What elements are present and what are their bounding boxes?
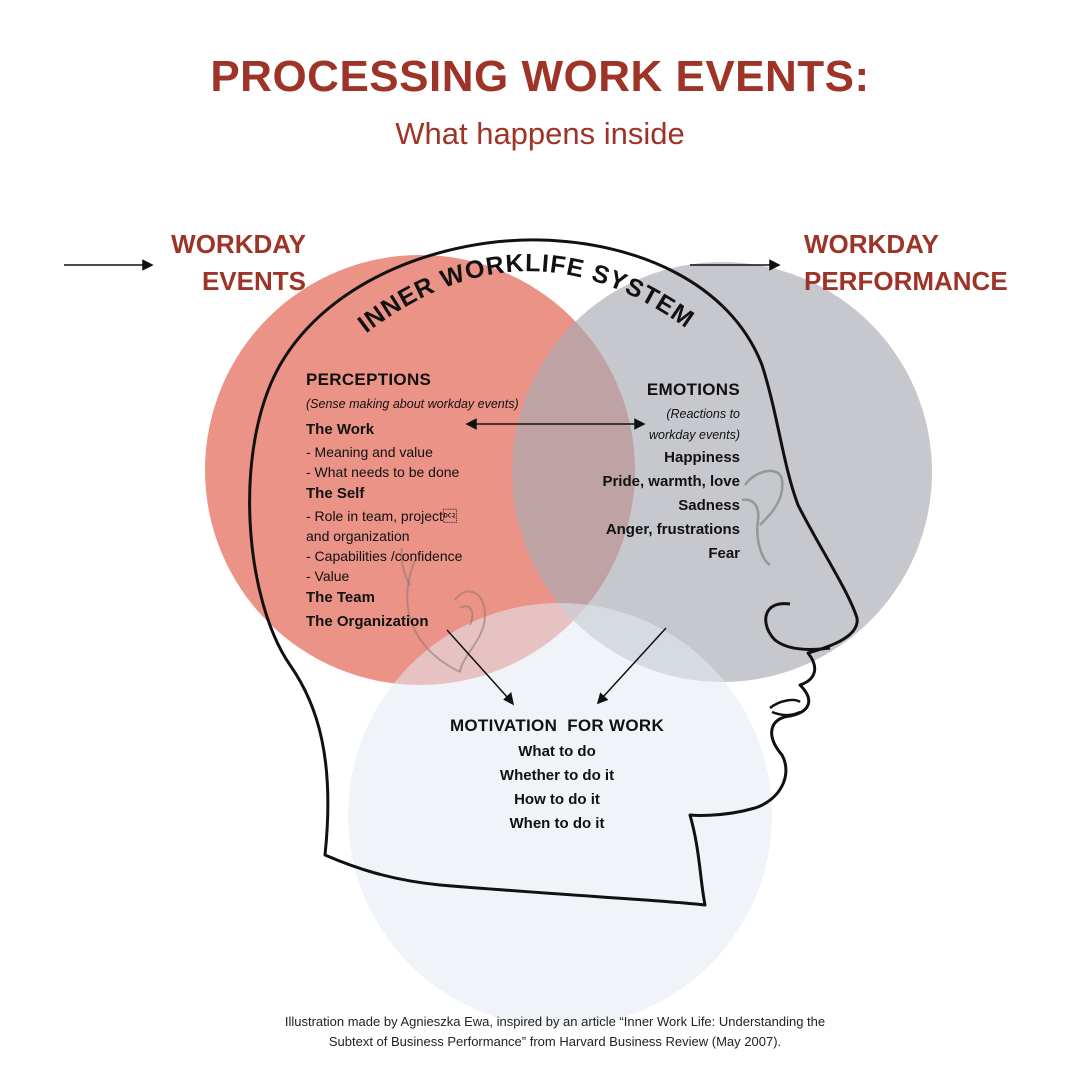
perceptions-team-heading: The Team	[306, 589, 375, 606]
perceptions-emotions-arrow	[465, 418, 646, 430]
perceptions-self-heading: The Self	[306, 485, 365, 502]
perceptions-work-item: - Meaning and value	[306, 444, 433, 460]
emotions-circle	[512, 262, 932, 682]
events-label-line1: WORKDAY	[171, 229, 306, 259]
nose-detail	[764, 602, 831, 652]
emotions-heading: EMOTIONS	[646, 380, 740, 399]
motivation-circle	[348, 603, 772, 1027]
emotions-block: EMOTIONS (Reactions to workday events) H…	[580, 380, 740, 566]
workday-events-label: WORKDAY EVENTS	[100, 226, 306, 300]
ear-sketch	[400, 547, 487, 673]
emotion-item: Pride, warmth, love	[602, 473, 740, 490]
perceptions-subheading: (Sense making about workday events)	[306, 397, 519, 411]
motivation-block: MOTIVATION FOR WORK What to do Whether t…	[410, 716, 704, 836]
page-subtitle: What happens inside	[395, 116, 685, 151]
footer-credit: Illustration made by Agnieszka Ewa, insp…	[200, 1012, 910, 1052]
events-input-arrow	[64, 259, 154, 271]
workday-performance-label: WORKDAY PERFORMANCE	[804, 226, 1008, 300]
lips-detail	[769, 698, 801, 717]
performance-output-arrow	[690, 259, 781, 271]
perceptions-work-heading: The Work	[306, 421, 375, 438]
perceptions-to-motivation-arrow	[446, 629, 515, 706]
head-outline	[248, 238, 859, 907]
perceptions-circle	[205, 255, 635, 685]
motivation-item: How to do it	[514, 791, 600, 808]
emotion-item: Sadness	[678, 497, 740, 514]
motivation-item: Whether to do it	[499, 767, 615, 784]
events-label-line2: EVENTS	[201, 266, 306, 296]
motivation-heading: MOTIVATION FOR WORK	[449, 716, 665, 735]
perceptions-self-item: and organization	[306, 528, 410, 544]
performance-label-line1: WORKDAY	[804, 229, 939, 259]
emotions-subheading-line2: workday events)	[648, 428, 740, 442]
page-title: PROCESSING WORK EVENTS:	[210, 52, 870, 101]
emotions-to-motivation-arrow	[596, 627, 667, 705]
emotion-item: Happiness	[664, 449, 740, 466]
perceptions-heading: PERCEPTIONS	[306, 370, 432, 389]
perceptions-self-item: - Value	[306, 568, 350, 584]
motivation-item: When to do it	[509, 815, 605, 832]
eye-sketch	[741, 469, 784, 567]
footer-line1: Illustration made by Agnieszka Ewa, insp…	[284, 1014, 826, 1029]
emotions-subheading-line1: (Reactions to	[666, 407, 740, 421]
performance-label-line2: PERFORMANCE	[804, 266, 1008, 296]
perceptions-self-item: - Role in team, project	[306, 508, 457, 524]
emotion-item: Anger, frustrations	[605, 521, 740, 538]
motivation-item: What to do	[518, 743, 596, 760]
footer-line2: Subtext of Business Performance” from Ha…	[328, 1034, 782, 1049]
emotion-item: Fear	[708, 545, 740, 562]
perceptions-work-item: - What needs to be done	[306, 464, 460, 480]
perceptions-block: PERCEPTIONS (Sense making about workday …	[306, 370, 566, 634]
perceptions-org-heading: The Organization	[306, 613, 429, 630]
perceptions-self-item: - Capabilities /confidence	[306, 548, 463, 564]
